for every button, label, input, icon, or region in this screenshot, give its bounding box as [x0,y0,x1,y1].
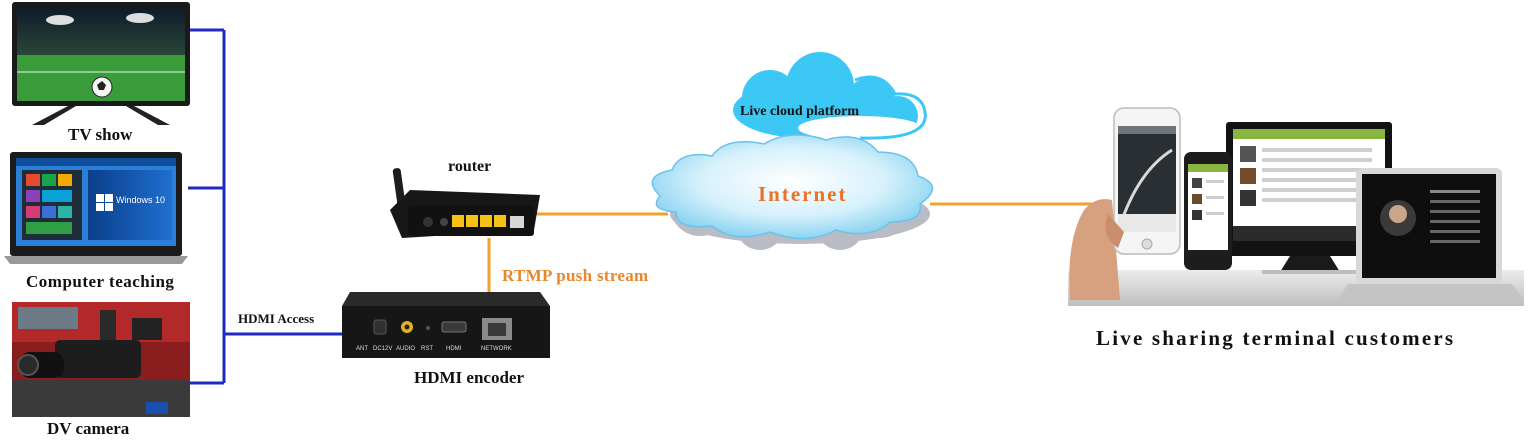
cloud-platform-icon [733,52,922,140]
live-cloud-platform-label: Live cloud platform [740,104,859,119]
encoder-port-hdmi: HDMI [446,346,462,352]
internet-label: Internet [758,182,848,206]
terminal-customers-label: Live sharing terminal customers [1096,326,1456,350]
encoder-port-ant: ANT [356,346,368,352]
camera-icon [12,302,190,417]
encoder-port-audio: AUDIO [396,346,415,352]
orange-link-lines [487,202,1100,302]
terminals-image [1068,107,1524,306]
dv-camera-label: DV camera [47,419,130,438]
tv-icon [12,2,190,125]
blue-link-lines [188,28,342,385]
encoder-icon [342,292,550,358]
hdmi-access-label: HDMI Access [238,311,315,326]
encoder-port-rst: RST [421,346,433,352]
internet-cloud-icon [651,134,934,240]
tv-show-label: TV show [68,125,133,144]
router-icon [390,168,540,238]
encoder-port-dc12v: DC12V [373,346,392,352]
computer-teaching-label: Computer teaching [26,272,175,291]
computer-icon [4,152,188,264]
cloud-platform-outline [854,75,927,140]
hdmi-encoder-label: HDMI encoder [414,368,525,387]
rtmp-push-stream-label: RTMP push stream [502,266,649,285]
encoder-port-network: NETWORK [481,346,512,352]
windows-label: Windows 10 [116,195,165,205]
router-label: router [448,158,492,175]
